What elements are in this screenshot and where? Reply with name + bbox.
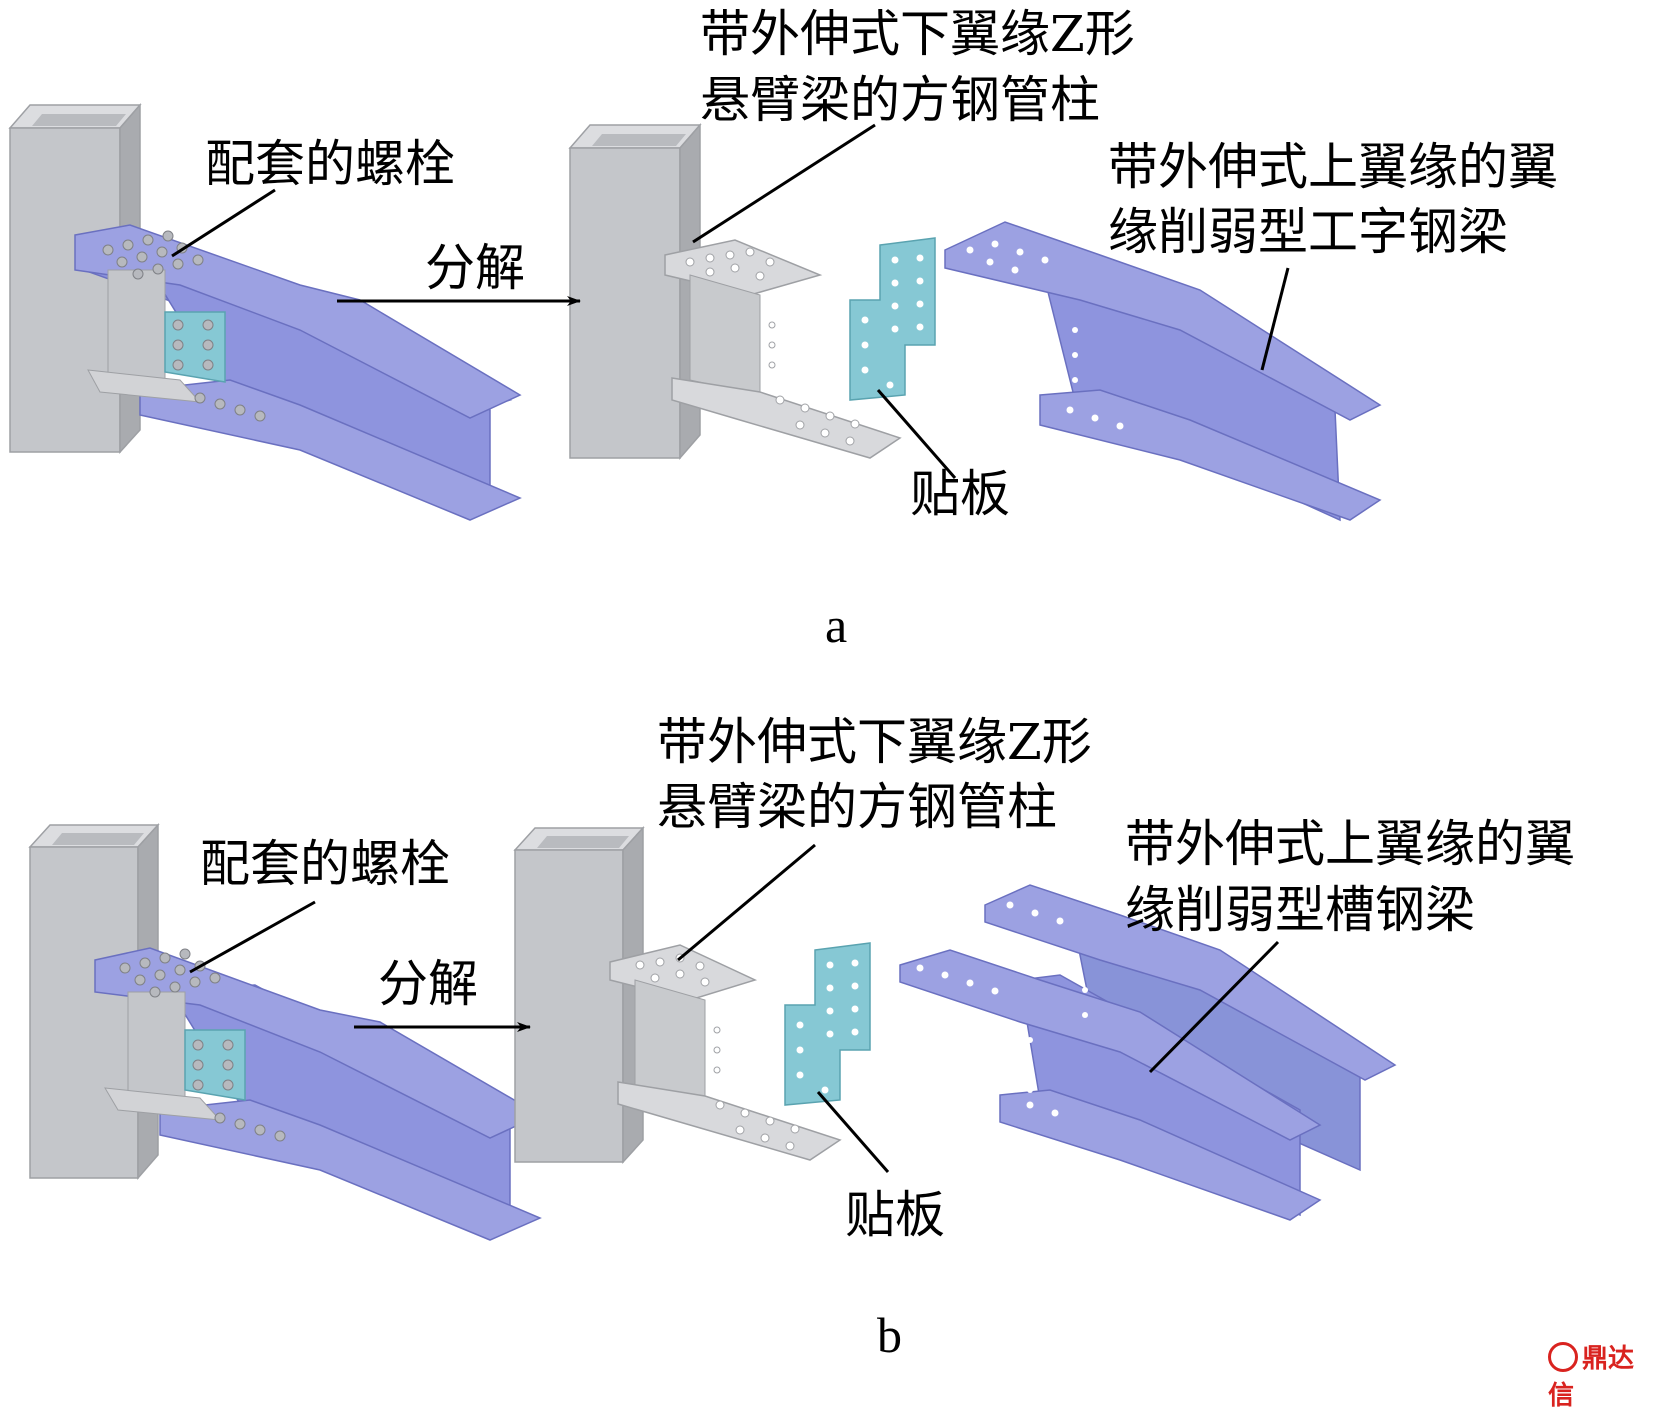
label-column-line1-a: 带外伸式下翼缘Z形 (700, 5, 1135, 63)
leader-bolts-b (189, 900, 316, 974)
diagram-canvas (8, 102, 1397, 1241)
exploded-column-b (513, 826, 842, 1164)
splice-plate-a (849, 237, 936, 401)
label-explode-a: 分解 (425, 239, 525, 297)
leader-plate-b (816, 1091, 890, 1173)
label-plate-a: 贴板 (910, 465, 1010, 523)
label-beam-line1-a: 带外伸式上翼缘的翼 (1108, 138, 1558, 196)
label-column-line1-b: 带外伸式下翼缘Z形 (657, 713, 1092, 771)
exploded-channel-beams-b (899, 884, 1397, 1221)
bolt-group-a (102, 230, 266, 422)
panel-a (8, 102, 1382, 522)
leader-column-a (692, 123, 876, 244)
leader-column-b (677, 843, 816, 962)
panel-b (28, 823, 1397, 1241)
label-bolts-b: 配套的螺栓 (200, 835, 450, 893)
label-bolts-a: 配套的螺栓 (205, 135, 455, 193)
splice-plate-b (784, 942, 871, 1106)
label-beam-line2-a: 缘削弱型工字钢梁 (1108, 203, 1508, 261)
label-column-line2-b: 悬臂梁的方钢管柱 (657, 778, 1057, 836)
assembled-joint-b (28, 823, 542, 1241)
leader-plate-a (876, 389, 957, 479)
leader-beam-a (1260, 267, 1290, 371)
label-plate-b: 贴板 (845, 1186, 945, 1244)
label-beam-line1-b: 带外伸式上翼缘的翼 (1125, 815, 1575, 873)
label-explode-b: 分解 (378, 955, 478, 1013)
leader-bolts-a (171, 188, 276, 258)
assembled-joint-a (8, 102, 522, 521)
caption-b: b (877, 1307, 902, 1363)
watermark-logo-icon (1548, 1341, 1578, 1372)
exploded-i-beam-a (944, 221, 1382, 522)
i-beam-b (94, 947, 542, 1241)
label-beam-line2-b: 缘削弱型槽钢梁 (1125, 881, 1475, 939)
watermark: 鼎达信 (1548, 1338, 1654, 1412)
bolt-group-b (119, 948, 286, 1142)
caption-a: a (825, 597, 848, 653)
leader-beam-b (1148, 940, 1280, 1074)
label-column-line2-a: 悬臂梁的方钢管柱 (700, 71, 1100, 129)
exploded-column-a (568, 122, 902, 461)
